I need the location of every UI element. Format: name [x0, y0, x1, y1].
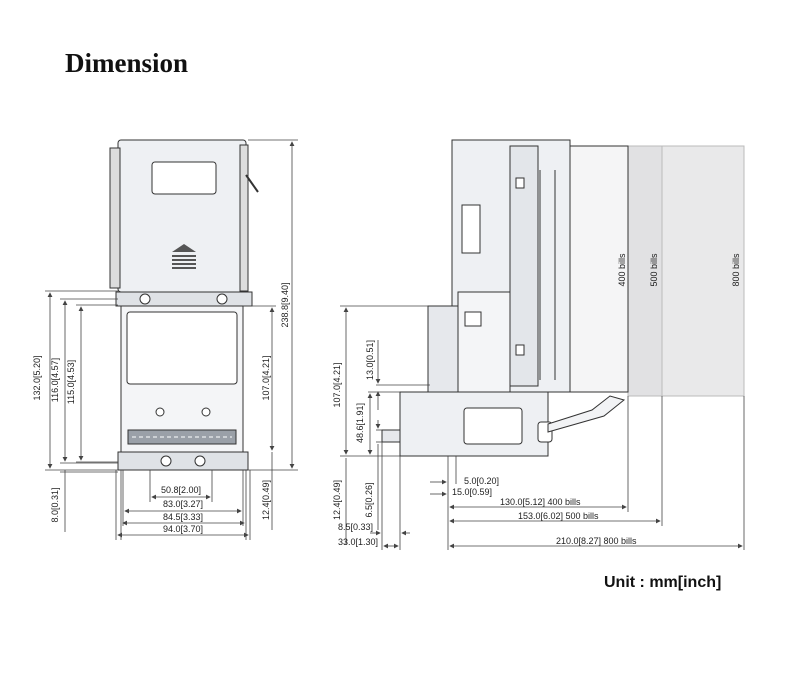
- front-base-flange: [117, 451, 249, 471]
- side-connector: [461, 204, 481, 254]
- dim-107-front: 107.0[4.21]: [261, 355, 271, 400]
- dim-13: 13.0[0.51]: [365, 340, 375, 380]
- dim-33: 33.0[1.30]: [338, 537, 378, 547]
- front-dimension-lines: [45, 139, 298, 540]
- dim-238: 238.8[9.40]: [280, 282, 290, 327]
- dim-50: 50.8[2.00]: [161, 485, 201, 495]
- stack-label-800: 800 bills: [731, 253, 741, 287]
- dim-5: 5.0[0.20]: [464, 476, 499, 486]
- dim-8: 8.0[0.31]: [50, 487, 60, 522]
- stack-800-area: [661, 145, 745, 397]
- front-screw-right: [216, 293, 228, 305]
- dim-210: 210.0[8.27] 800 bills: [556, 536, 637, 546]
- front-right-rail: [239, 144, 249, 292]
- dim-130: 130.0[5.12] 400 bills: [500, 497, 581, 507]
- side-dimension-lines: [340, 305, 745, 550]
- dim-83: 83.0[3.27]: [163, 499, 203, 509]
- dim-15: 15.0[0.59]: [452, 487, 492, 497]
- dim-12-side: 12.4[0.49]: [332, 480, 342, 520]
- dim-153: 153.0[6.02] 500 bills: [518, 511, 599, 521]
- stack-400-box: [569, 145, 629, 393]
- dim-116: 116.0[4.57]: [50, 358, 60, 402]
- dim-12-front: 12.4[0.49]: [261, 480, 271, 520]
- page-title: Dimension: [65, 48, 189, 78]
- side-label-plate: [463, 407, 523, 445]
- side-acceptor-body: [457, 291, 511, 393]
- dim-84: 84.5[3.33]: [163, 512, 203, 522]
- dim-8-5: 8.5[0.33]: [338, 522, 373, 532]
- dim-94: 94.0[3.70]: [163, 524, 203, 534]
- stack-500-area: [627, 145, 663, 397]
- side-handle: [547, 395, 626, 433]
- front-base-screw-left: [160, 455, 172, 467]
- unit-note: Unit : mm[inch]: [604, 574, 722, 591]
- dim-107-side: 107.0[4.21]: [332, 362, 342, 407]
- stack-label-400: 400 bills: [617, 253, 627, 287]
- front-led-left: [155, 407, 165, 417]
- side-bezel-lip: [381, 429, 401, 443]
- front-base-screw-right: [194, 455, 206, 467]
- stack-label-500: 500 bills: [649, 253, 659, 287]
- front-display-panel: [126, 311, 238, 385]
- front-view: [109, 139, 259, 471]
- front-label-window: [151, 161, 217, 195]
- dim-48: 48.6[1.91]: [355, 403, 365, 443]
- front-led-right: [201, 407, 211, 417]
- front-latch: [245, 174, 259, 193]
- front-screw-left: [139, 293, 151, 305]
- front-mount-plate: [115, 291, 253, 307]
- dim-6: 6.5[0.26]: [364, 482, 374, 517]
- dim-132: 132.0[5.20]: [32, 355, 42, 400]
- dim-115: 115.0[4.53]: [66, 360, 76, 404]
- side-view: [381, 139, 745, 457]
- front-left-rail: [109, 147, 121, 289]
- side-port-icon: [464, 311, 482, 327]
- front-vent-icon: [172, 244, 196, 269]
